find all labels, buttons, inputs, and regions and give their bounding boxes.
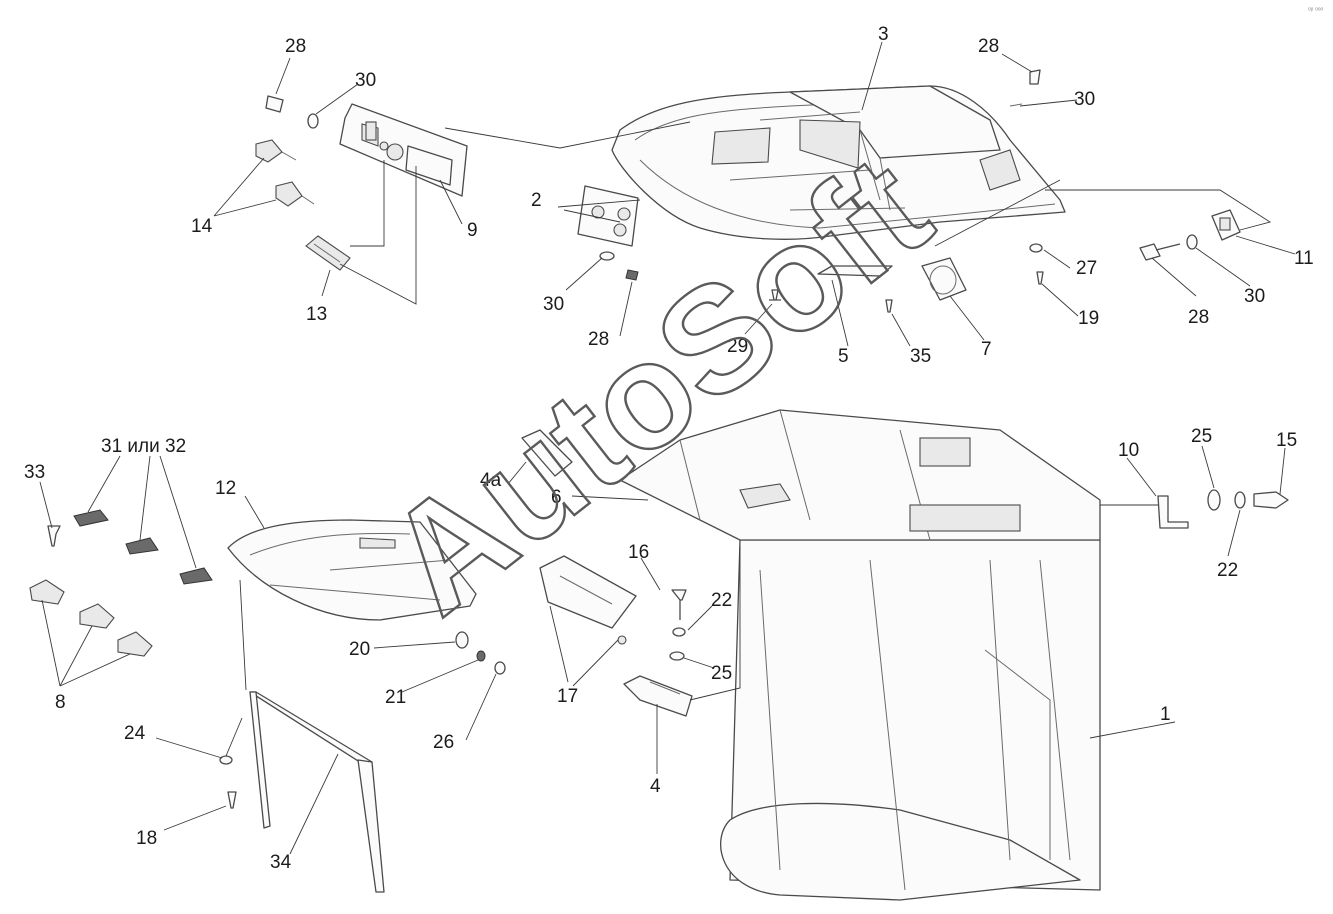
washer-22-middle	[672, 627, 686, 637]
hatch-12	[227, 519, 477, 621]
callout-2: 2	[531, 190, 542, 211]
washer-25-right	[1207, 489, 1221, 511]
screw-19	[1036, 271, 1044, 285]
bolt-28-top-right	[1029, 69, 1041, 85]
seal-20	[455, 631, 469, 649]
bolt-16	[671, 589, 687, 620]
callout-8: 8	[55, 692, 66, 713]
washer-22-right	[1234, 491, 1246, 509]
switch-14-lower	[275, 181, 315, 207]
callout-14: 14	[191, 216, 213, 237]
bracket-13	[305, 235, 351, 271]
corner-mark: ᵒᵖ ᵒᵒᵒ	[1308, 7, 1324, 14]
callout-13: 13	[306, 304, 327, 325]
clip-31-32-c	[179, 567, 213, 585]
washer-30-top-left	[307, 113, 319, 129]
screw-29	[769, 289, 781, 301]
callout-1: 1	[1160, 704, 1171, 725]
washer-26	[494, 661, 506, 675]
plate-5	[817, 265, 893, 277]
nut-21	[476, 650, 486, 662]
callouts: 1 2 3 4 4а 5 6 7 8 9 10 11 12 13 14 15 1…	[24, 24, 1314, 873]
bracket-10	[1157, 495, 1189, 529]
callout-7: 7	[981, 339, 992, 360]
callout-33: 33	[24, 462, 45, 483]
callout-3: 3	[878, 24, 889, 45]
cover-17	[539, 555, 637, 645]
callout-11: 11	[1294, 248, 1314, 269]
callout-10: 10	[1118, 440, 1139, 461]
roof-panel	[611, 85, 1066, 240]
callout-5: 5	[838, 346, 849, 367]
callout-17: 17	[557, 686, 578, 707]
bolt-28-right	[1139, 243, 1181, 261]
washer-30-right	[1186, 234, 1198, 250]
callout-29: 29	[727, 336, 748, 357]
callout-12: 12	[215, 478, 236, 499]
clip-31-32-a	[73, 509, 109, 527]
callout-30-top-right: 30	[1074, 89, 1095, 110]
callout-9: 9	[467, 220, 478, 241]
callout-21: 21	[385, 687, 406, 708]
bracket-4	[623, 675, 693, 717]
callout-15: 15	[1276, 430, 1297, 451]
bolt-28-top-left	[265, 95, 284, 113]
bracket-4a	[521, 429, 573, 477]
panel-2	[577, 185, 639, 247]
screw-35	[885, 299, 893, 313]
callout-30-right: 30	[1244, 286, 1265, 307]
callout-35: 35	[910, 346, 931, 367]
callout-34: 34	[270, 852, 292, 873]
callout-26: 26	[433, 732, 454, 753]
callout-22-right: 22	[1217, 560, 1238, 581]
callout-4a: 4а	[480, 470, 502, 491]
bolt-15	[1253, 491, 1289, 509]
clip-31-32-b	[125, 537, 159, 555]
callout-28-top-left: 28	[285, 36, 306, 57]
callout-4: 4	[650, 776, 661, 797]
frame-34	[249, 691, 385, 893]
speaker-ring-7	[921, 257, 967, 301]
callout-19: 19	[1078, 308, 1099, 329]
callout-24: 24	[124, 723, 146, 744]
switch-panel-9	[339, 103, 468, 197]
callout-28-middle: 28	[588, 329, 609, 350]
leader-lines	[39, 41, 1296, 855]
callout-20: 20	[349, 639, 370, 660]
callout-28-right: 28	[1188, 307, 1209, 328]
callout-30-top-left: 30	[355, 70, 376, 91]
callout-27: 27	[1076, 258, 1097, 279]
cab-frame	[619, 409, 1101, 901]
screw-28-middle	[625, 269, 639, 281]
callout-18: 18	[136, 828, 157, 849]
screw-18	[227, 791, 237, 809]
callout-25-right: 25	[1191, 426, 1212, 447]
callout-28-top-right: 28	[978, 36, 999, 57]
washer-25-middle	[669, 651, 685, 661]
rivet-33	[47, 525, 61, 547]
callout-16: 16	[628, 542, 649, 563]
washer-30-top-right	[1009, 103, 1023, 107]
plate-11	[1211, 209, 1241, 241]
washer-30-middle	[599, 251, 615, 261]
callout-22-middle: 22	[711, 590, 732, 611]
lamp-8-a	[29, 579, 65, 605]
washer-24	[219, 755, 233, 765]
lamp-8-c	[117, 631, 153, 657]
switch-14-upper	[255, 139, 297, 163]
callout-25-middle: 25	[711, 663, 732, 684]
callout-31-32: 31 или 32	[101, 436, 186, 457]
nut-27	[1029, 243, 1043, 253]
callout-30-middle: 30	[543, 294, 564, 315]
lamp-8-b	[79, 603, 115, 629]
callout-6: 6	[551, 487, 562, 508]
